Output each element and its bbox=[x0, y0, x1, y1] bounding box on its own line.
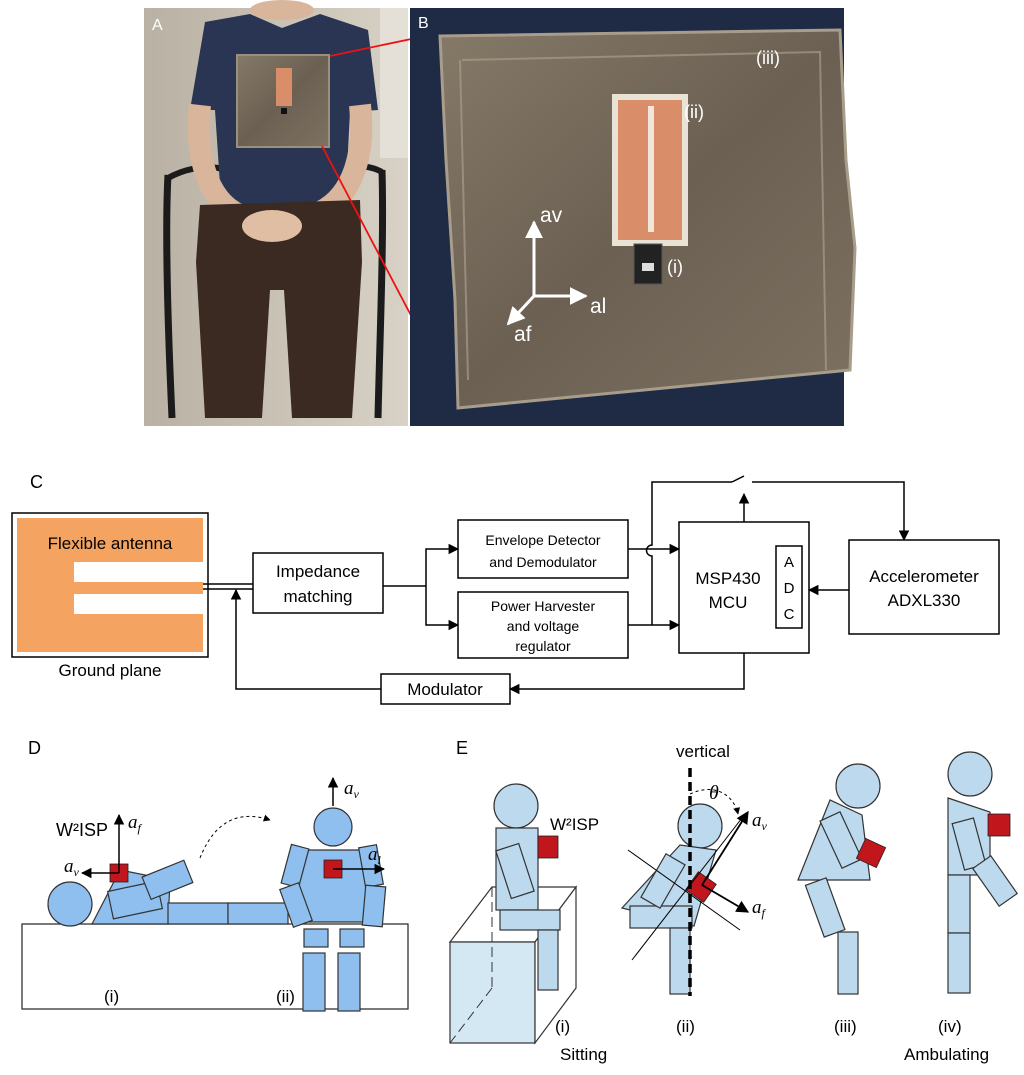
accelerometer-line-2: ADXL330 bbox=[888, 591, 961, 610]
e-sitting-figure bbox=[493, 783, 561, 991]
panel-b-photo bbox=[410, 8, 857, 426]
impedance-matching-block bbox=[252, 552, 384, 614]
ground-plane-label: Ground plane bbox=[58, 661, 161, 680]
e-sub-iii: (iii) bbox=[834, 1017, 857, 1036]
envelope-line-2: and Demodulator bbox=[489, 554, 597, 570]
axis-al-label: al bbox=[590, 295, 606, 318]
panel-c-label: C bbox=[30, 472, 43, 492]
axis-av-label: av bbox=[540, 204, 563, 227]
e-rising-figure bbox=[620, 803, 723, 995]
vertical-label: vertical bbox=[676, 742, 730, 761]
e-sensor-label: W²ISP bbox=[550, 815, 599, 834]
harvester-line-3: regulator bbox=[515, 638, 571, 654]
lying-axes bbox=[80, 813, 125, 879]
panel-d-label: D bbox=[28, 738, 41, 758]
impedance-line-2: matching bbox=[284, 587, 353, 606]
tilt-line-1 bbox=[627, 849, 741, 931]
panel-e-label: E bbox=[456, 738, 468, 758]
callout-substrate: (iii) bbox=[756, 48, 780, 68]
theta-arc bbox=[689, 789, 741, 815]
d-sub-ii: (ii) bbox=[276, 987, 295, 1006]
adc-letter-d: D bbox=[784, 580, 795, 597]
flexible-antenna-block bbox=[11, 512, 209, 658]
lying-figure bbox=[47, 859, 289, 927]
e-leaning-figure bbox=[797, 763, 887, 995]
mcu-line-1: MSP430 bbox=[695, 569, 760, 588]
mcu-line-2: MCU bbox=[709, 593, 748, 612]
axis-af-label: af bbox=[514, 323, 532, 346]
accelerometer-block bbox=[848, 539, 1000, 635]
e-caption-sitting: Sitting bbox=[560, 1045, 607, 1064]
panel-b-label: B bbox=[418, 15, 429, 32]
e-sub-iv: (iv) bbox=[938, 1017, 962, 1036]
accelerometer-line-1: Accelerometer bbox=[869, 567, 979, 586]
callout-antenna: (ii) bbox=[684, 102, 704, 122]
adc-letter-c: C bbox=[784, 606, 795, 623]
power-harvester-block bbox=[457, 591, 629, 659]
impedance-line-1: Impedance bbox=[276, 562, 360, 581]
d-sensor-label: W²ISP bbox=[56, 820, 108, 840]
e-sub-ii: (ii) bbox=[676, 1017, 695, 1036]
d-al-symbol: al bbox=[368, 844, 382, 867]
block-diagram-wiring bbox=[203, 475, 910, 695]
transition-arrow bbox=[199, 814, 271, 859]
adc-letter-a: A bbox=[784, 554, 794, 571]
e-av-arrow bbox=[701, 810, 749, 886]
front-axes bbox=[327, 776, 386, 875]
d-af-symbol: af bbox=[128, 812, 143, 835]
e-sub-i: (i) bbox=[555, 1017, 570, 1036]
adc-block bbox=[775, 545, 803, 629]
panel-a-photo bbox=[144, 0, 408, 426]
e-ambulating-figure bbox=[947, 751, 1019, 994]
harvester-line-2: and voltage bbox=[507, 618, 580, 634]
envelope-line-1: Envelope Detector bbox=[485, 532, 601, 548]
e-af-arrow bbox=[701, 884, 750, 913]
d-av-front-symbol: av bbox=[344, 778, 360, 801]
harvester-line-1: Power Harvester bbox=[491, 598, 596, 614]
e-av-symbol: av bbox=[752, 810, 768, 833]
e-caption-ambulating: Ambulating bbox=[904, 1045, 989, 1064]
flexible-antenna-label: Flexible antenna bbox=[48, 534, 173, 553]
d-sub-i: (i) bbox=[104, 987, 119, 1006]
d-av-symbol: av bbox=[64, 856, 80, 879]
tilt-line-2 bbox=[631, 817, 743, 961]
modulator-label: Modulator bbox=[407, 680, 483, 699]
callout-chip: (i) bbox=[667, 257, 683, 277]
e-af-symbol: af bbox=[752, 897, 767, 920]
panel-a-label: A bbox=[152, 17, 163, 34]
theta-symbol: θ bbox=[709, 782, 719, 804]
panel-b-axes bbox=[506, 220, 588, 326]
